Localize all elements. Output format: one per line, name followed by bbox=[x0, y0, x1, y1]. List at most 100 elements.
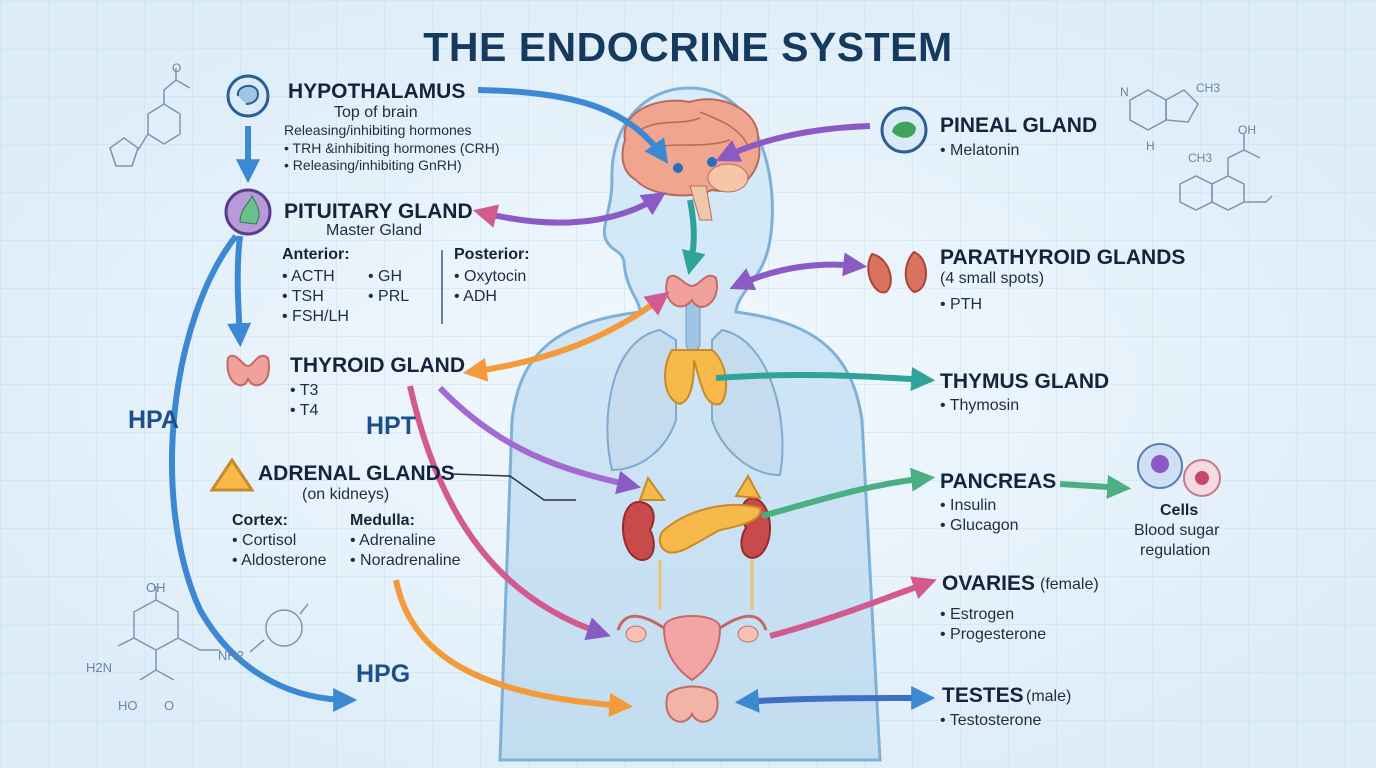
adrenal-medulla-item: • Noradrenaline bbox=[350, 552, 461, 569]
pancreas-label: PANCREAS bbox=[940, 470, 1057, 493]
ovaries-hormone: • Estrogen bbox=[940, 606, 1015, 623]
chem-label: O bbox=[172, 61, 181, 75]
pituitary-anterior-item: • FSH/LH bbox=[282, 308, 349, 325]
left-kidney bbox=[622, 500, 655, 562]
chem-label: OH bbox=[146, 580, 166, 595]
adrenal-icon bbox=[209, 457, 255, 492]
cells-desc: regulation bbox=[1140, 542, 1211, 559]
hypothalamus-hormone: • TRH &inhibiting hormones (CRH) bbox=[284, 140, 500, 156]
adrenal-leader-line bbox=[451, 473, 576, 501]
arrow-ovaries bbox=[769, 576, 937, 639]
uterus bbox=[662, 615, 722, 682]
hypothalamus-label: HYPOTHALAMUS bbox=[288, 80, 466, 103]
chem-label: H2N bbox=[86, 660, 112, 675]
pituitary-posterior-item: • Oxytocin bbox=[454, 268, 527, 285]
parathyroid-subtitle: (4 small spots) bbox=[940, 270, 1045, 287]
arrow-brain-thyroid bbox=[681, 199, 706, 276]
pineal-hormone: • Melatonin bbox=[940, 142, 1020, 159]
pituitary-posterior-label: Posterior: bbox=[454, 246, 530, 263]
adrenal-medulla-label: Medulla: bbox=[350, 512, 415, 529]
adrenal-cortex-label: Cortex: bbox=[232, 512, 289, 529]
adrenal-cortex-item: • Cortisol bbox=[232, 532, 297, 549]
right-adrenal bbox=[734, 473, 762, 500]
arrow-thyroid-gland bbox=[462, 291, 670, 382]
ovaries-qualifier: (female) bbox=[1040, 576, 1099, 593]
hpa-label: HPA bbox=[128, 406, 179, 434]
arrow-testes bbox=[734, 686, 936, 713]
right-lung bbox=[711, 328, 784, 477]
pituitary-subtitle: Master Gland bbox=[326, 222, 423, 239]
arrow-pituitary-brain bbox=[473, 192, 667, 228]
pituitary-anterior-item: • ACTH bbox=[282, 268, 335, 285]
pituitary-anterior-item: • PRL bbox=[368, 288, 410, 305]
thyroid-body bbox=[665, 274, 719, 308]
arrow-hpg bbox=[393, 579, 634, 717]
molecule-decoration-topright bbox=[1129, 89, 1273, 211]
thymus-body bbox=[664, 349, 728, 406]
adrenal-medulla-item: • Adrenaline bbox=[350, 532, 436, 549]
arrow-pancreas-cells bbox=[1059, 474, 1132, 499]
pituitary-posterior-item: • ADH bbox=[454, 288, 497, 305]
arrow-hpt-adrenal bbox=[437, 385, 642, 495]
adrenal-subtitle: (on kidneys) bbox=[302, 486, 390, 503]
cells-desc: Blood sugar bbox=[1134, 522, 1220, 539]
arrow-thymus bbox=[715, 367, 936, 391]
pituitary-anterior-item: • TSH bbox=[282, 288, 324, 305]
molecule-decoration-bottomleft bbox=[117, 586, 309, 681]
left-ovary bbox=[625, 625, 647, 643]
pancreas-body bbox=[658, 503, 762, 554]
arrow-hypothalamus-brain bbox=[477, 87, 669, 164]
hpt-label: HPT bbox=[366, 412, 416, 440]
arrow-pancreas bbox=[761, 467, 936, 519]
chem-label: OH bbox=[1238, 123, 1256, 137]
arrow-parathyroid bbox=[729, 252, 868, 290]
page-title: THE ENDOCRINE SYSTEM bbox=[423, 24, 953, 70]
pituitary-anterior-item: • GH bbox=[368, 268, 403, 285]
chem-label: N bbox=[1120, 85, 1129, 99]
ovaries-label: OVARIES bbox=[942, 572, 1035, 595]
chem-label: HO bbox=[118, 698, 138, 713]
trachea bbox=[685, 299, 701, 351]
pituitary-anterior-label: Anterior: bbox=[282, 246, 350, 263]
chem-label: CH3 bbox=[1188, 151, 1212, 165]
hypothalamus-location: Top of brain bbox=[334, 104, 418, 121]
pituitary-label: PITUITARY GLAND bbox=[284, 200, 473, 223]
adrenal-cortex-item: • Aldosterone bbox=[232, 552, 327, 569]
thyroid-icon bbox=[226, 354, 271, 387]
thymus-hormone: • Thymosin bbox=[940, 397, 1020, 414]
parathyroid-icon-right bbox=[904, 250, 927, 294]
thyroid-hormone: • T4 bbox=[290, 402, 319, 419]
left-adrenal bbox=[638, 475, 666, 501]
parathyroid-hormone: • PTH bbox=[940, 296, 983, 313]
arrow-hpa bbox=[169, 234, 358, 712]
adrenal-label: ADRENAL GLANDS bbox=[258, 462, 455, 485]
thyroid-hormone: • T3 bbox=[290, 382, 319, 399]
thymus-label: THYMUS GLAND bbox=[940, 370, 1110, 393]
hypothalamus-hormones-heading: Releasing/inhibiting hormones bbox=[284, 122, 472, 138]
cells-label: Cells bbox=[1160, 502, 1199, 519]
arrow-pineal-brain bbox=[715, 123, 871, 162]
testes-qualifier: (male) bbox=[1026, 688, 1072, 705]
chem-label: CH3 bbox=[1196, 81, 1220, 95]
arrow-pituitary-thyroidicon bbox=[227, 235, 252, 348]
hpg-label: HPG bbox=[356, 660, 411, 688]
parathyroid-icon-left bbox=[867, 252, 892, 294]
hypothalamus-dot bbox=[673, 163, 683, 173]
thyroid-label: THYROID GLAND bbox=[290, 354, 465, 377]
pancreas-hormone: • Glucagon bbox=[940, 517, 1019, 534]
hypothalamus-hormone: • Releasing/inhibiting GnRH) bbox=[284, 157, 462, 173]
ovaries-hormone: • Progesterone bbox=[940, 626, 1047, 643]
testes-hormone: • Testosterone bbox=[940, 712, 1042, 729]
testes-body bbox=[665, 685, 719, 723]
testes-label: TESTES bbox=[942, 684, 1024, 707]
right-ovary bbox=[737, 625, 759, 643]
chem-label: H bbox=[1146, 139, 1155, 153]
chem-label: NH2 bbox=[218, 648, 244, 663]
pancreas-hormone: • Insulin bbox=[940, 497, 997, 514]
pineal-label: PINEAL GLAND bbox=[940, 114, 1098, 137]
molecule-decoration-topleft bbox=[109, 68, 191, 167]
arrow-thyroid-ovaries bbox=[407, 385, 611, 641]
pineal-dot bbox=[707, 157, 717, 167]
chem-label: O bbox=[164, 698, 174, 713]
